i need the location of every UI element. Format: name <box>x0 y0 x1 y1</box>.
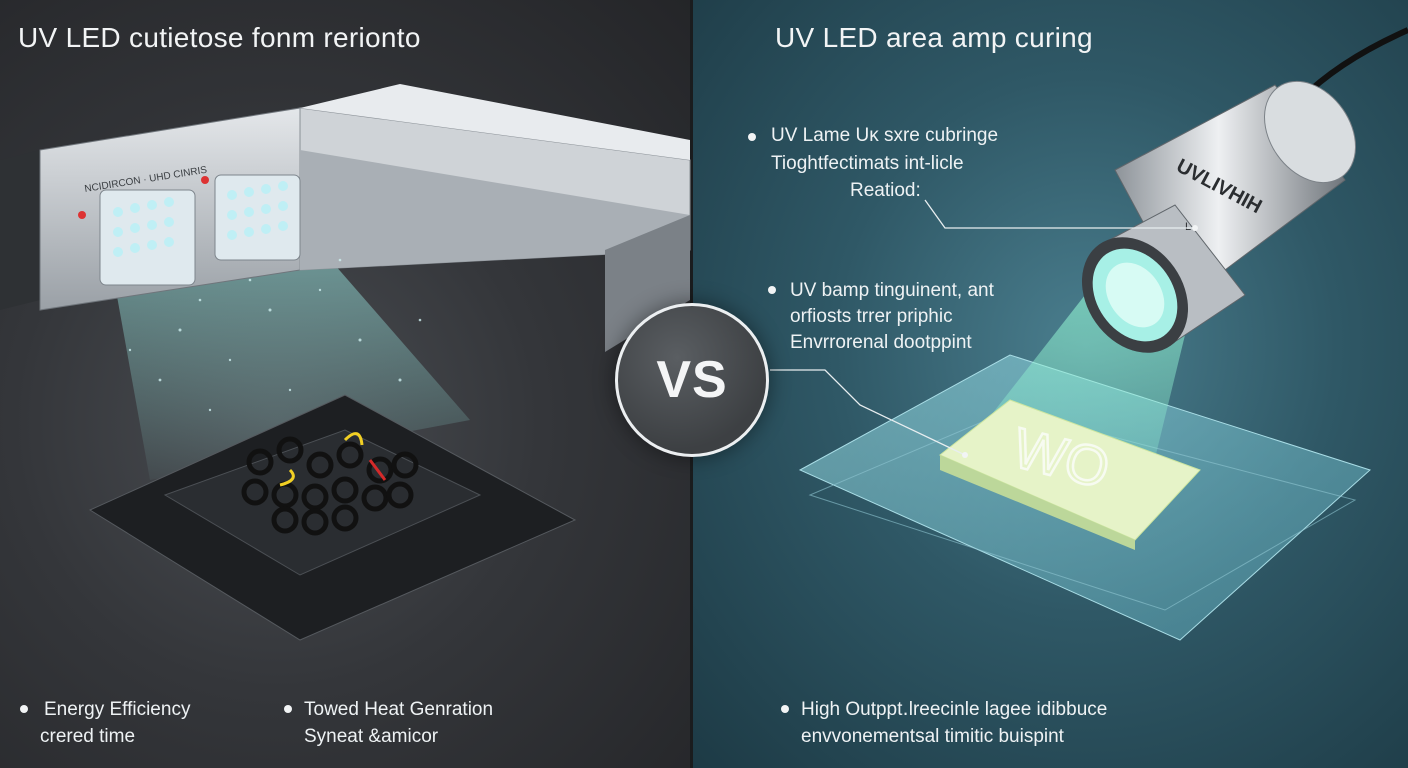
left-bullet-2-line-2: Syneat &amicor <box>304 726 439 747</box>
right-title: UV LED area amp curing <box>775 22 1093 53</box>
bullet-dot <box>20 705 28 713</box>
lamp-sublabel: L <box>1185 221 1191 233</box>
bullet-dot <box>284 705 292 713</box>
callout-2-line-2: orfiosts trrer priphic <box>790 306 953 327</box>
callout-anchor-1 <box>1192 225 1198 231</box>
callout-1-line-3: Reatiod: <box>850 180 921 201</box>
left-bullet-2-line-1: Towed Heat Genration <box>304 699 494 720</box>
callout-2-line-1: UV bamp tinguinent, ant <box>790 280 994 301</box>
uv-lamp-head: UVLIVHIH L <box>1081 27 1408 353</box>
right-bullet-line-1: High Outppt․lreecinle lagee idibbuce <box>801 699 1108 720</box>
bullet-dot <box>748 133 756 141</box>
callout-anchor-2 <box>962 452 968 458</box>
left-bullet-1-line-2: crered time <box>40 726 136 747</box>
right-bullet-line-2: envvonementsal timitic buispint <box>801 726 1064 747</box>
uv-led-bar-device: NCIDIRCON · UHD CINRIS <box>0 84 691 352</box>
bullet-dot <box>768 286 776 294</box>
callout-1-line-1: UV Lame Uĸ sxre cubringe <box>771 125 999 146</box>
left-title: UV LED cutietose fonm rerionto <box>18 22 421 53</box>
curing-base-plate <box>88 394 577 641</box>
vs-label: VS <box>656 351 728 409</box>
bullet-dot <box>781 705 789 713</box>
callout-2-line-3: Envrrorenal dootppint <box>790 332 972 353</box>
vs-badge: VS <box>615 303 769 457</box>
callout-1-line-2: Tioghtfectimats int-licle <box>771 153 964 174</box>
callout-lines <box>770 199 1195 456</box>
left-bullet-1-line-1: Energy Efficiency <box>44 699 191 720</box>
